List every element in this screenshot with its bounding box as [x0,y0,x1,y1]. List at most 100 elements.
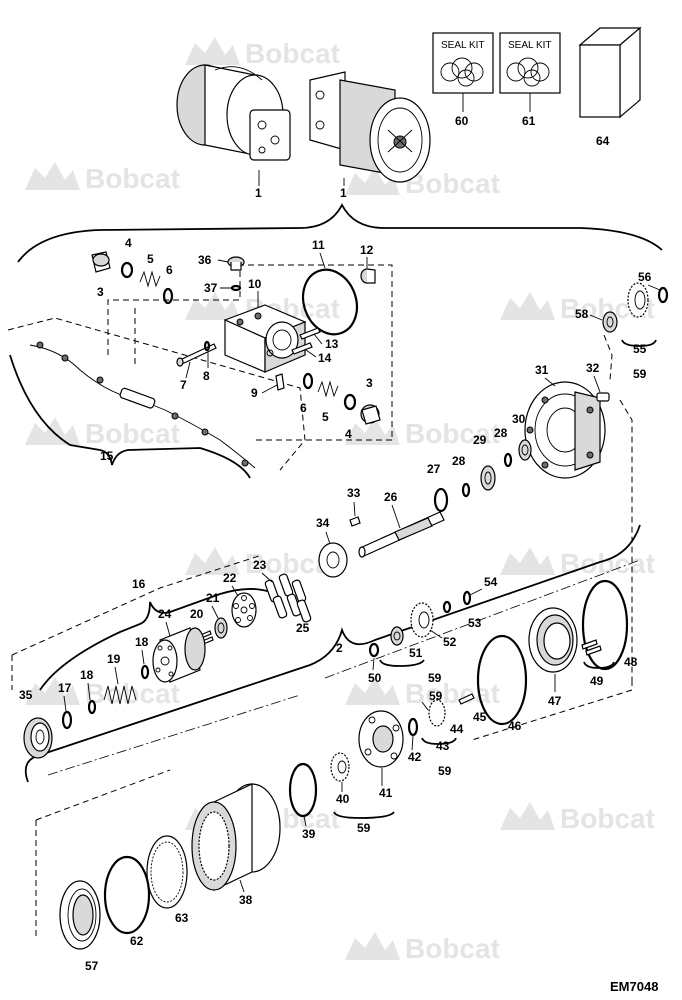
snap-ring-39 [288,762,318,818]
watermark-bobcat-logo: Bobcat [25,677,180,709]
callout-5: 5 [147,252,154,266]
callout-58: 58 [575,307,589,321]
svg-text:Bobcat: Bobcat [560,548,655,579]
callout-37: 37 [204,281,218,295]
valve-plate-35 [23,717,53,759]
callout-59: 59 [633,367,647,381]
spring-5-bottom [317,380,339,398]
callout-59: 59 [357,821,371,835]
plug-3-top [91,251,111,273]
fitting-12 [360,268,376,284]
callout-11: 11 [312,238,325,252]
callout-50: 50 [368,671,382,685]
callout-42: 42 [408,750,422,764]
callout-2: 2 [336,641,343,655]
dowel-13 [299,327,321,340]
retainer-plate-22 [231,592,257,628]
callout-62: 62 [130,934,144,948]
housing-31 [524,381,606,479]
shim-28-a [461,482,471,498]
box-64: 64 [578,26,642,148]
oring-4-bottom [343,393,357,411]
callout-8: 8 [203,369,210,383]
assembly-brace [17,203,663,263]
callout-20: 20 [190,607,204,621]
callout-29: 29 [473,433,487,447]
seal-kit-label: SEAL KIT [441,40,485,51]
spacer-45 [458,693,475,705]
plug-3-bottom [360,404,381,425]
callout-18: 18 [80,668,94,682]
callout-54: 54 [484,575,498,589]
planet-gear-52 [410,602,434,638]
callout-17: 17 [58,681,72,695]
callout-19: 19 [107,652,121,666]
callout-24: 24 [158,607,172,621]
callout-7: 7 [180,378,187,392]
motor-assembly-left [176,64,291,161]
callout-51: 51 [409,646,423,660]
washer-8 [203,340,211,352]
oring-62 [103,855,151,935]
oring-4-top [120,261,134,279]
callout-36: 36 [198,253,212,267]
callout-32: 32 [586,361,600,375]
callout-43: 43 [436,739,450,753]
svg-text:Bobcat: Bobcat [560,803,655,834]
watermark-bobcat-logo: Bobcat [345,677,500,709]
oring-46 [476,634,528,726]
callout-16: 16 [132,577,146,591]
valve-block-10 [223,304,307,373]
callout-59: 59 [429,689,443,703]
callout-63: 63 [175,911,189,925]
washer-18-a [140,664,150,680]
planet-gear-40 [330,752,350,782]
snap-ring-17 [61,710,73,730]
callout-1: 1 [340,186,347,200]
watermark-bobcat-logo: Bobcat [185,37,340,69]
snap-ring-54 [462,590,472,606]
washer-18-b [87,699,97,715]
bearing-30 [518,439,532,461]
callout-33: 33 [347,486,361,500]
snap-ring-27 [433,487,449,513]
callout-47: 47 [548,694,562,708]
callout-4: 4 [345,427,352,441]
cap-36 [227,256,245,271]
callout-14: 14 [318,351,332,365]
callout-28: 28 [494,426,508,440]
carrier-41 [358,710,404,768]
svg-text:Bobcat: Bobcat [405,678,500,709]
callout-41: 41 [379,786,393,800]
callout-39: 39 [302,827,316,841]
callout-34: 34 [316,516,330,530]
key-33 [349,516,361,527]
callout-49: 49 [590,674,604,688]
callout-31: 31 [535,363,549,377]
wire-harness [7,317,306,479]
watermark-bobcat-logo: Bobcat [500,802,655,834]
center-axis-line [47,559,641,776]
callout-53: 53 [468,616,482,630]
callout-44: 44 [450,722,464,736]
callout-52: 52 [443,635,457,649]
watermark-bobcat-logo: Bobcat [345,167,500,199]
svg-text:Bobcat: Bobcat [245,38,340,69]
seal-kit-61: SEAL KIT 61 [499,32,561,128]
watermark-bobcat-logo: Bobcat [345,932,500,964]
ball-guide-21 [214,617,228,639]
seal-kit-60: SEAL KIT 60 [432,32,494,128]
callout-48: 48 [624,655,638,669]
callout-30: 30 [512,412,526,426]
snap-ring-42 [407,717,419,737]
callout-59: 59 [438,764,452,778]
callout-64: 64 [596,134,610,148]
oring-37 [230,284,242,292]
cylinder-block-24 [152,627,206,683]
callout-25: 25 [296,621,310,635]
callout-13: 13 [325,337,339,351]
svg-text:Bobcat: Bobcat [85,418,180,449]
callout-15: 15 [100,449,114,463]
callout-3: 3 [366,376,373,390]
